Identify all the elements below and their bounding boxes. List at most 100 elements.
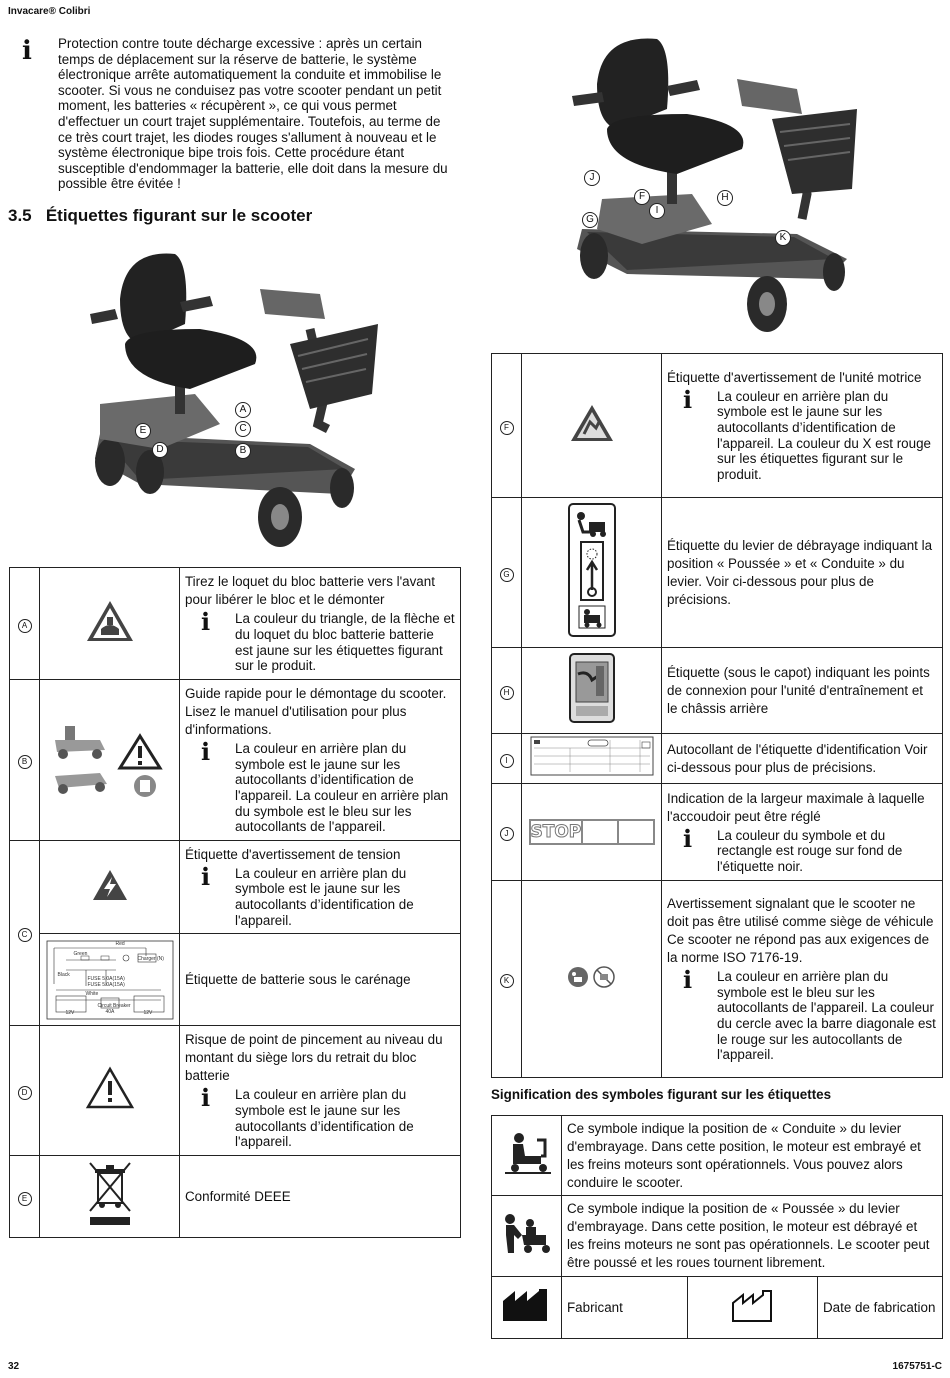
- table-row: J STOP Indication de la largeur maximale…: [491, 783, 943, 881]
- connection-points-symbol: [521, 647, 662, 734]
- scooter-illustration-left: A C B E D: [80, 244, 380, 549]
- table-row: Ce symbole indique la position de « Pous…: [491, 1195, 943, 1277]
- document-header: Invacare® Colibri: [8, 6, 91, 17]
- drive-position-symbol: [491, 1115, 562, 1196]
- table-row: I Autocollant de l'étiquette d'identific…: [491, 733, 943, 784]
- label-c-text-2: Étiquette de batterie sous le carénage: [185, 971, 411, 987]
- symbols-meaning-title: Signification des symboles figurant sur …: [491, 1087, 832, 1102]
- label-letter-b: B: [17, 755, 32, 769]
- circuit-breaker-label: Circuit Breaker: [97, 1002, 131, 1009]
- label-letter-g: G: [499, 567, 514, 582]
- table-row: K Avertissement signalant que le scooter…: [491, 880, 943, 1078]
- label-i-text: Autocollant de l'étiquette d'identificat…: [667, 741, 928, 775]
- wire-green-label: Green: [73, 950, 88, 957]
- circuit-amps-label: 40A: [105, 1008, 115, 1015]
- battery-1-voltage: 12V: [65, 1009, 75, 1016]
- scooter-push-icon: [504, 1213, 550, 1253]
- table-row: Fabricant Date de fabrication: [491, 1276, 943, 1339]
- manufacture-date-text: Date de fabrication: [823, 1299, 936, 1315]
- drive-position-text: Ce symbole indique la position de « Cond…: [567, 1120, 921, 1190]
- battery-latch-symbol: [39, 567, 180, 680]
- label-letter-d: D: [17, 1085, 32, 1100]
- push-position-text: Ce symbole indique la position de « Pous…: [567, 1201, 930, 1270]
- manufacture-date-symbol: [687, 1276, 818, 1339]
- info-icon: ℹ: [201, 738, 211, 767]
- drive-unit-warning-symbol: [521, 353, 662, 498]
- table-row: G Étiquette du levier de débrayage indiq…: [491, 497, 943, 648]
- prohibition-icon: [592, 965, 615, 988]
- quick-guide-symbol: [39, 679, 180, 841]
- section-heading: 3.5 Étiquettes figurant sur le scooter: [8, 206, 312, 226]
- wire-red-label: Red: [115, 940, 125, 947]
- info-icon: ℹ: [201, 608, 211, 637]
- label-letter-e: E: [17, 1191, 32, 1206]
- weee-symbol: [39, 1155, 180, 1238]
- wire-black-label: Black: [57, 971, 70, 978]
- label-g-text: Étiquette du levier de débrayage indiqua…: [667, 537, 933, 607]
- label-k-note: La couleur en arrière plan du symbole es…: [717, 969, 936, 1063]
- callout-b: B: [235, 443, 251, 459]
- label-c-note: La couleur en arrière plan du symbole es…: [235, 865, 414, 928]
- warning-triangle-icon: [85, 1066, 134, 1109]
- push-position-symbol: [491, 1195, 562, 1277]
- battery-2-voltage: 12V: [143, 1009, 153, 1016]
- label-f-text: Étiquette d'avertissement de l'unité mot…: [667, 369, 922, 385]
- label-a-text: Tirez le loquet du bloc batterie vers l'…: [185, 574, 435, 608]
- info-icon: ℹ: [201, 1084, 211, 1113]
- label-h-text: Étiquette (sous le capot) indiquant les …: [667, 664, 930, 716]
- label-d-text: Risque de point de pincement au niveau d…: [185, 1032, 443, 1084]
- callout-e: E: [135, 423, 151, 439]
- callout-g: G: [582, 212, 598, 228]
- label-letter-h: H: [499, 685, 514, 700]
- wire-white-label: White: [85, 990, 99, 997]
- label-j-note: La couleur du symbole et du rectangle es…: [717, 827, 903, 874]
- table-row: H Étiquette (sous le capot) indiquant le…: [491, 647, 943, 734]
- fuse-1-label: FUSE 5.0A(15A): [87, 975, 125, 982]
- symbols-meaning-table: Ce symbole indique la position de « Cond…: [491, 1115, 943, 1339]
- table-row: D Risque de point de pincement au niveau…: [9, 1025, 461, 1156]
- table-row: E Conformité DEEE: [9, 1155, 461, 1238]
- label-f-note: La couleur en arrière plan du symbole es…: [717, 388, 931, 482]
- manufacturer-text: Fabricant: [567, 1299, 623, 1315]
- armrest-stop-symbol: STOP: [521, 783, 662, 881]
- info-icon: ℹ: [683, 966, 693, 995]
- label-letter-k: K: [499, 974, 514, 988]
- identification-label-symbol: [521, 733, 662, 784]
- stop-label: STOP: [528, 819, 583, 845]
- info-icon: ℹ: [683, 824, 693, 853]
- info-icon: ℹ: [201, 862, 211, 891]
- voltage-warning-symbol: [39, 840, 180, 934]
- table-row: Red Green Charger (N) Black FUSE 5.0A(15…: [10, 933, 461, 1026]
- label-e-text: Conformité DEEE: [185, 1188, 291, 1204]
- callout-k: K: [775, 230, 791, 246]
- intro-paragraph: Protection contre toute décharge excessi…: [58, 36, 448, 192]
- charger-label: Charger (N): [137, 955, 164, 962]
- label-letter-a: A: [17, 618, 32, 633]
- label-k-text: Avertissement signalant que le scooter n…: [667, 896, 934, 966]
- info-icon: ℹ: [22, 36, 32, 66]
- hand-crush-warning-icon: [570, 405, 613, 441]
- label-letter-j: J: [499, 827, 514, 841]
- manufacturer-symbol: [491, 1276, 562, 1339]
- callout-c: C: [235, 421, 251, 437]
- freewheel-lever-symbol: [521, 497, 662, 648]
- fuse-2-label: FUSE 5.0A(15A): [87, 981, 125, 988]
- callout-d: D: [152, 442, 168, 458]
- callout-i: I: [649, 203, 665, 219]
- label-a-note: La couleur du triangle, de la flèche et …: [235, 611, 455, 674]
- section-number: 3.5: [8, 206, 32, 225]
- label-letter-f: F: [499, 420, 514, 435]
- left-label-table: A Tirez le loquet du bloc batterie vers …: [9, 567, 461, 1238]
- crossed-bin-icon: [88, 1162, 131, 1225]
- vehicle-seat-warning-symbol: [521, 880, 662, 1078]
- factory-outline-icon: [731, 1290, 772, 1322]
- battery-wiring-diagram: Red Green Charger (N) Black FUSE 5.0A(15…: [39, 933, 180, 1026]
- table-row: Ce symbole indique la position de « Cond…: [491, 1115, 943, 1196]
- info-icon: ℹ: [683, 385, 693, 414]
- document-code: 1675751-C: [892, 1361, 942, 1372]
- scooter-illustration-right: J F H I G K: [572, 34, 862, 334]
- pinch-point-symbol: [39, 1025, 180, 1156]
- label-d-note: La couleur en arrière plan du symbole es…: [235, 1087, 414, 1150]
- scooter-drive-icon: [504, 1133, 551, 1174]
- label-letter-i: I: [499, 753, 514, 768]
